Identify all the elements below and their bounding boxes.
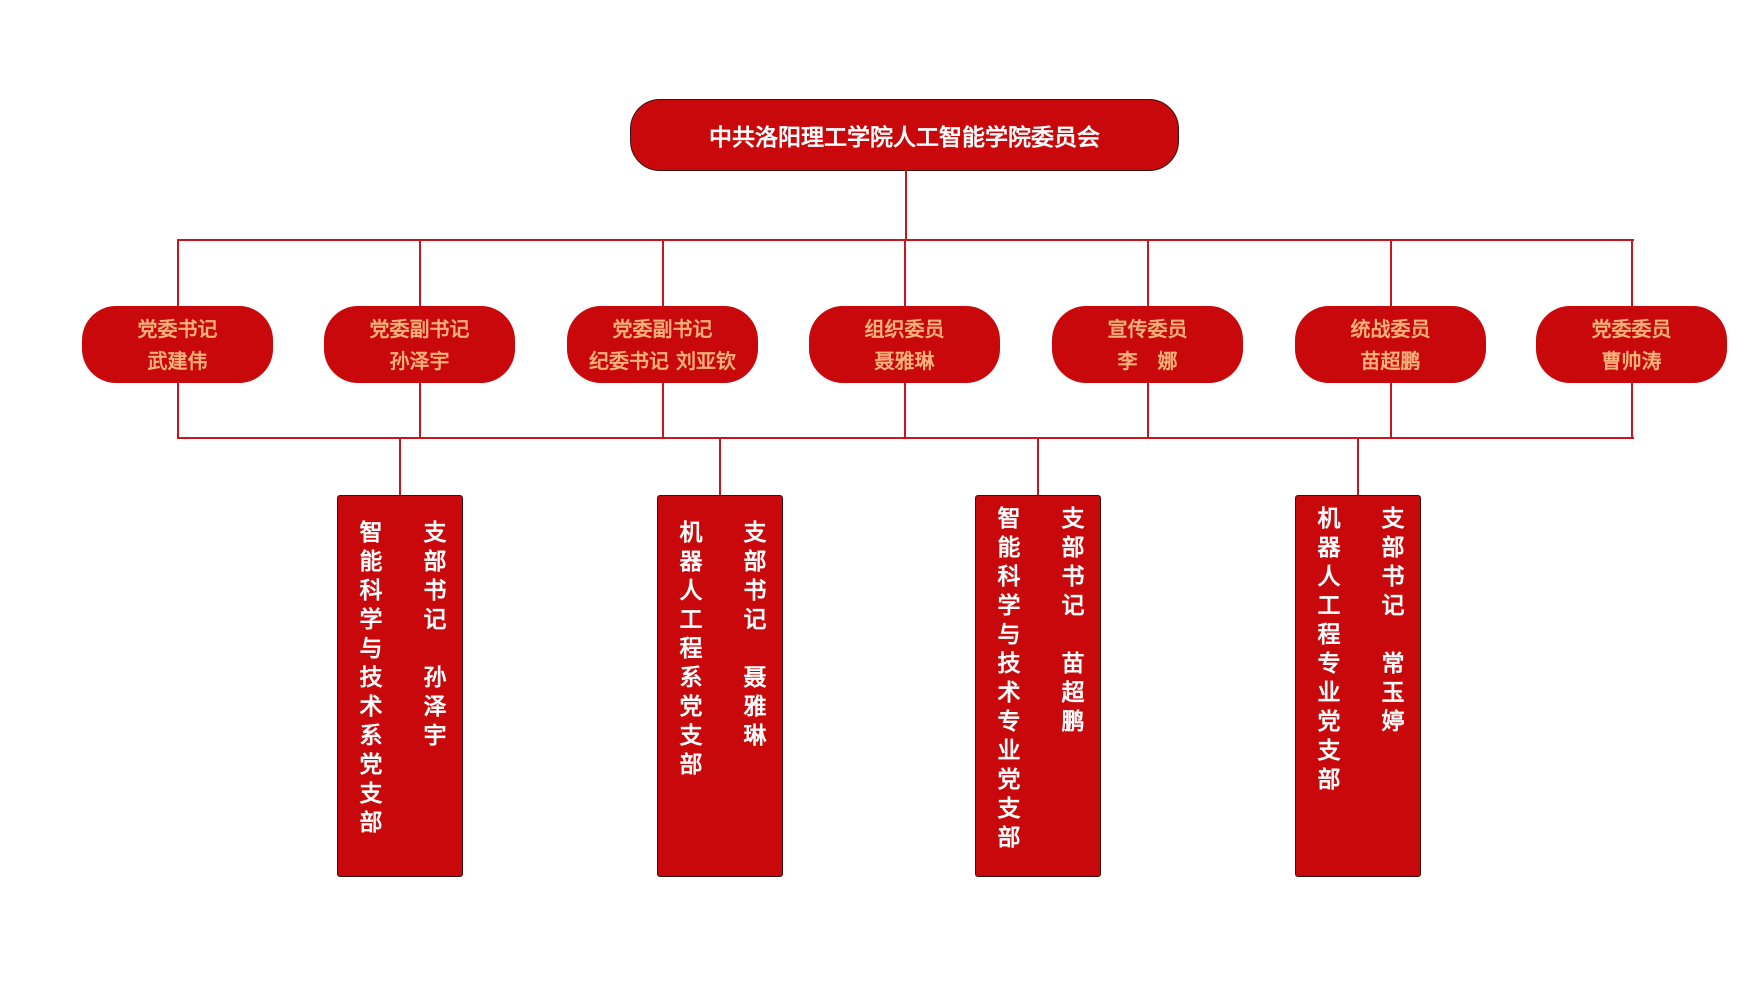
member-role: 组织委员 — [864, 316, 945, 341]
committee-member-2: 党委副书记孙泽宇 — [324, 306, 515, 383]
branch-name: 机器人工程系党支部 — [675, 520, 701, 781]
member-name: 聂雅琳 — [874, 348, 935, 373]
branch-2: 机器人工程系党支部 支部书记 聂雅琳 — [657, 495, 783, 877]
branch-secretary: 支部书记 孙泽宇 — [419, 520, 445, 752]
connector-root — [905, 170, 907, 241]
member-name: 曹帅涛 — [1601, 348, 1662, 373]
member-name: 纪委书记 刘亚钦 — [589, 348, 736, 373]
member-name: 李 娜 — [1117, 348, 1178, 373]
connector-branch — [1357, 437, 1359, 495]
member-name: 孙泽宇 — [389, 348, 450, 373]
member-role: 党委副书记 — [369, 316, 470, 341]
member-role: 党委书记 — [137, 316, 218, 341]
committee-member-3: 党委副书记纪委书记 刘亚钦 — [567, 306, 758, 383]
committee-member-1: 党委书记武建伟 — [82, 306, 273, 383]
connector-branch — [719, 437, 721, 495]
member-name: 武建伟 — [147, 348, 208, 373]
branch-secretary: 支部书记 苗超鹏 — [1057, 506, 1083, 738]
root-title: 中共洛阳理工学院人工智能学院委员会 — [709, 125, 1100, 151]
connector-branch — [399, 437, 401, 495]
connector-branch — [1037, 437, 1039, 495]
branch-secretary: 支部书记 聂雅琳 — [739, 520, 765, 752]
branch-name: 智能科学与技术专业党支部 — [993, 506, 1019, 854]
member-name: 苗超鹏 — [1360, 348, 1421, 373]
committee-member-7: 党委委员曹帅涛 — [1536, 306, 1727, 383]
branch-4: 机器人工程专业党支部 支部书记 常玉婷 — [1295, 495, 1421, 877]
root-committee-box: 中共洛阳理工学院人工智能学院委员会 — [630, 99, 1179, 171]
member-role: 党委委员 — [1591, 316, 1672, 341]
branch-name: 机器人工程专业党支部 — [1313, 506, 1339, 796]
committee-member-4: 组织委员聂雅琳 — [809, 306, 1000, 383]
branch-secretary: 支部书记 常玉婷 — [1377, 506, 1403, 738]
committee-member-6: 统战委员苗超鹏 — [1295, 306, 1486, 383]
member-role: 党委副书记 — [612, 316, 713, 341]
member-role: 宣传委员 — [1107, 316, 1188, 341]
branch-name: 智能科学与技术系党支部 — [355, 520, 381, 839]
committee-member-5: 宣传委员李 娜 — [1052, 306, 1243, 383]
member-role: 统战委员 — [1350, 316, 1431, 341]
branch-3: 智能科学与技术专业党支部 支部书记 苗超鹏 — [975, 495, 1101, 877]
branch-1: 智能科学与技术系党支部 支部书记 孙泽宇 — [337, 495, 463, 877]
